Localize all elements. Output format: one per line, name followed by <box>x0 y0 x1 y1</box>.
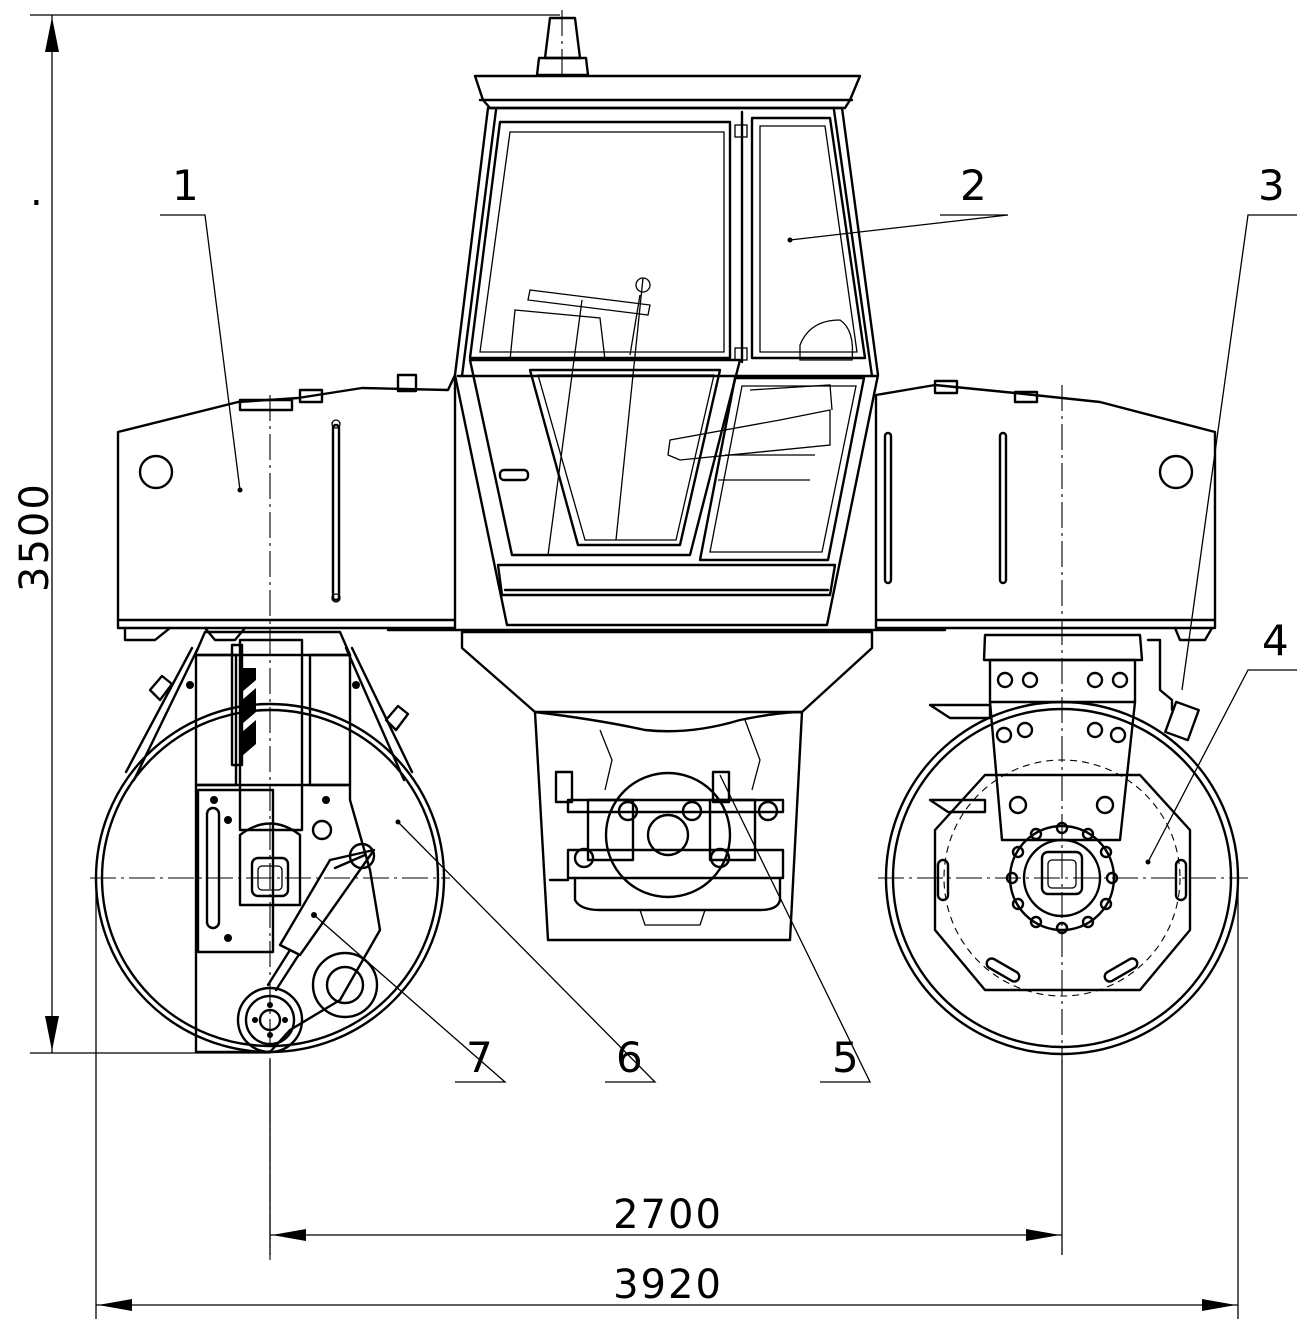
rear-drum <box>878 385 1248 1062</box>
label-6: 6 <box>616 1033 643 1082</box>
rear-body <box>874 379 1217 642</box>
overall-length-dimension: 3920 <box>95 880 1239 1319</box>
engine-housing <box>460 630 874 942</box>
height-dimension: 3500 <box>12 14 560 1054</box>
label-2: 2 <box>960 161 987 210</box>
cab-roof <box>473 74 862 110</box>
front-drum <box>90 395 450 1260</box>
label-1: 1 <box>172 161 199 210</box>
label-5: 5 <box>832 1033 859 1082</box>
cab <box>453 106 880 627</box>
overall-length-dimension-text: 3920 <box>613 1262 723 1308</box>
beacon <box>535 10 590 80</box>
callout-lines <box>160 214 1297 1083</box>
wheelbase-dimension-text: 2700 <box>613 1192 723 1238</box>
stray-mark: . <box>30 169 45 215</box>
label-7: 7 <box>466 1033 493 1082</box>
label-3: 3 <box>1258 161 1285 210</box>
height-dimension-text: 3500 <box>12 482 58 592</box>
wheelbase-dimension: 2700 <box>269 1060 1063 1255</box>
front-body <box>116 373 457 642</box>
label-4: 4 <box>1262 616 1289 665</box>
